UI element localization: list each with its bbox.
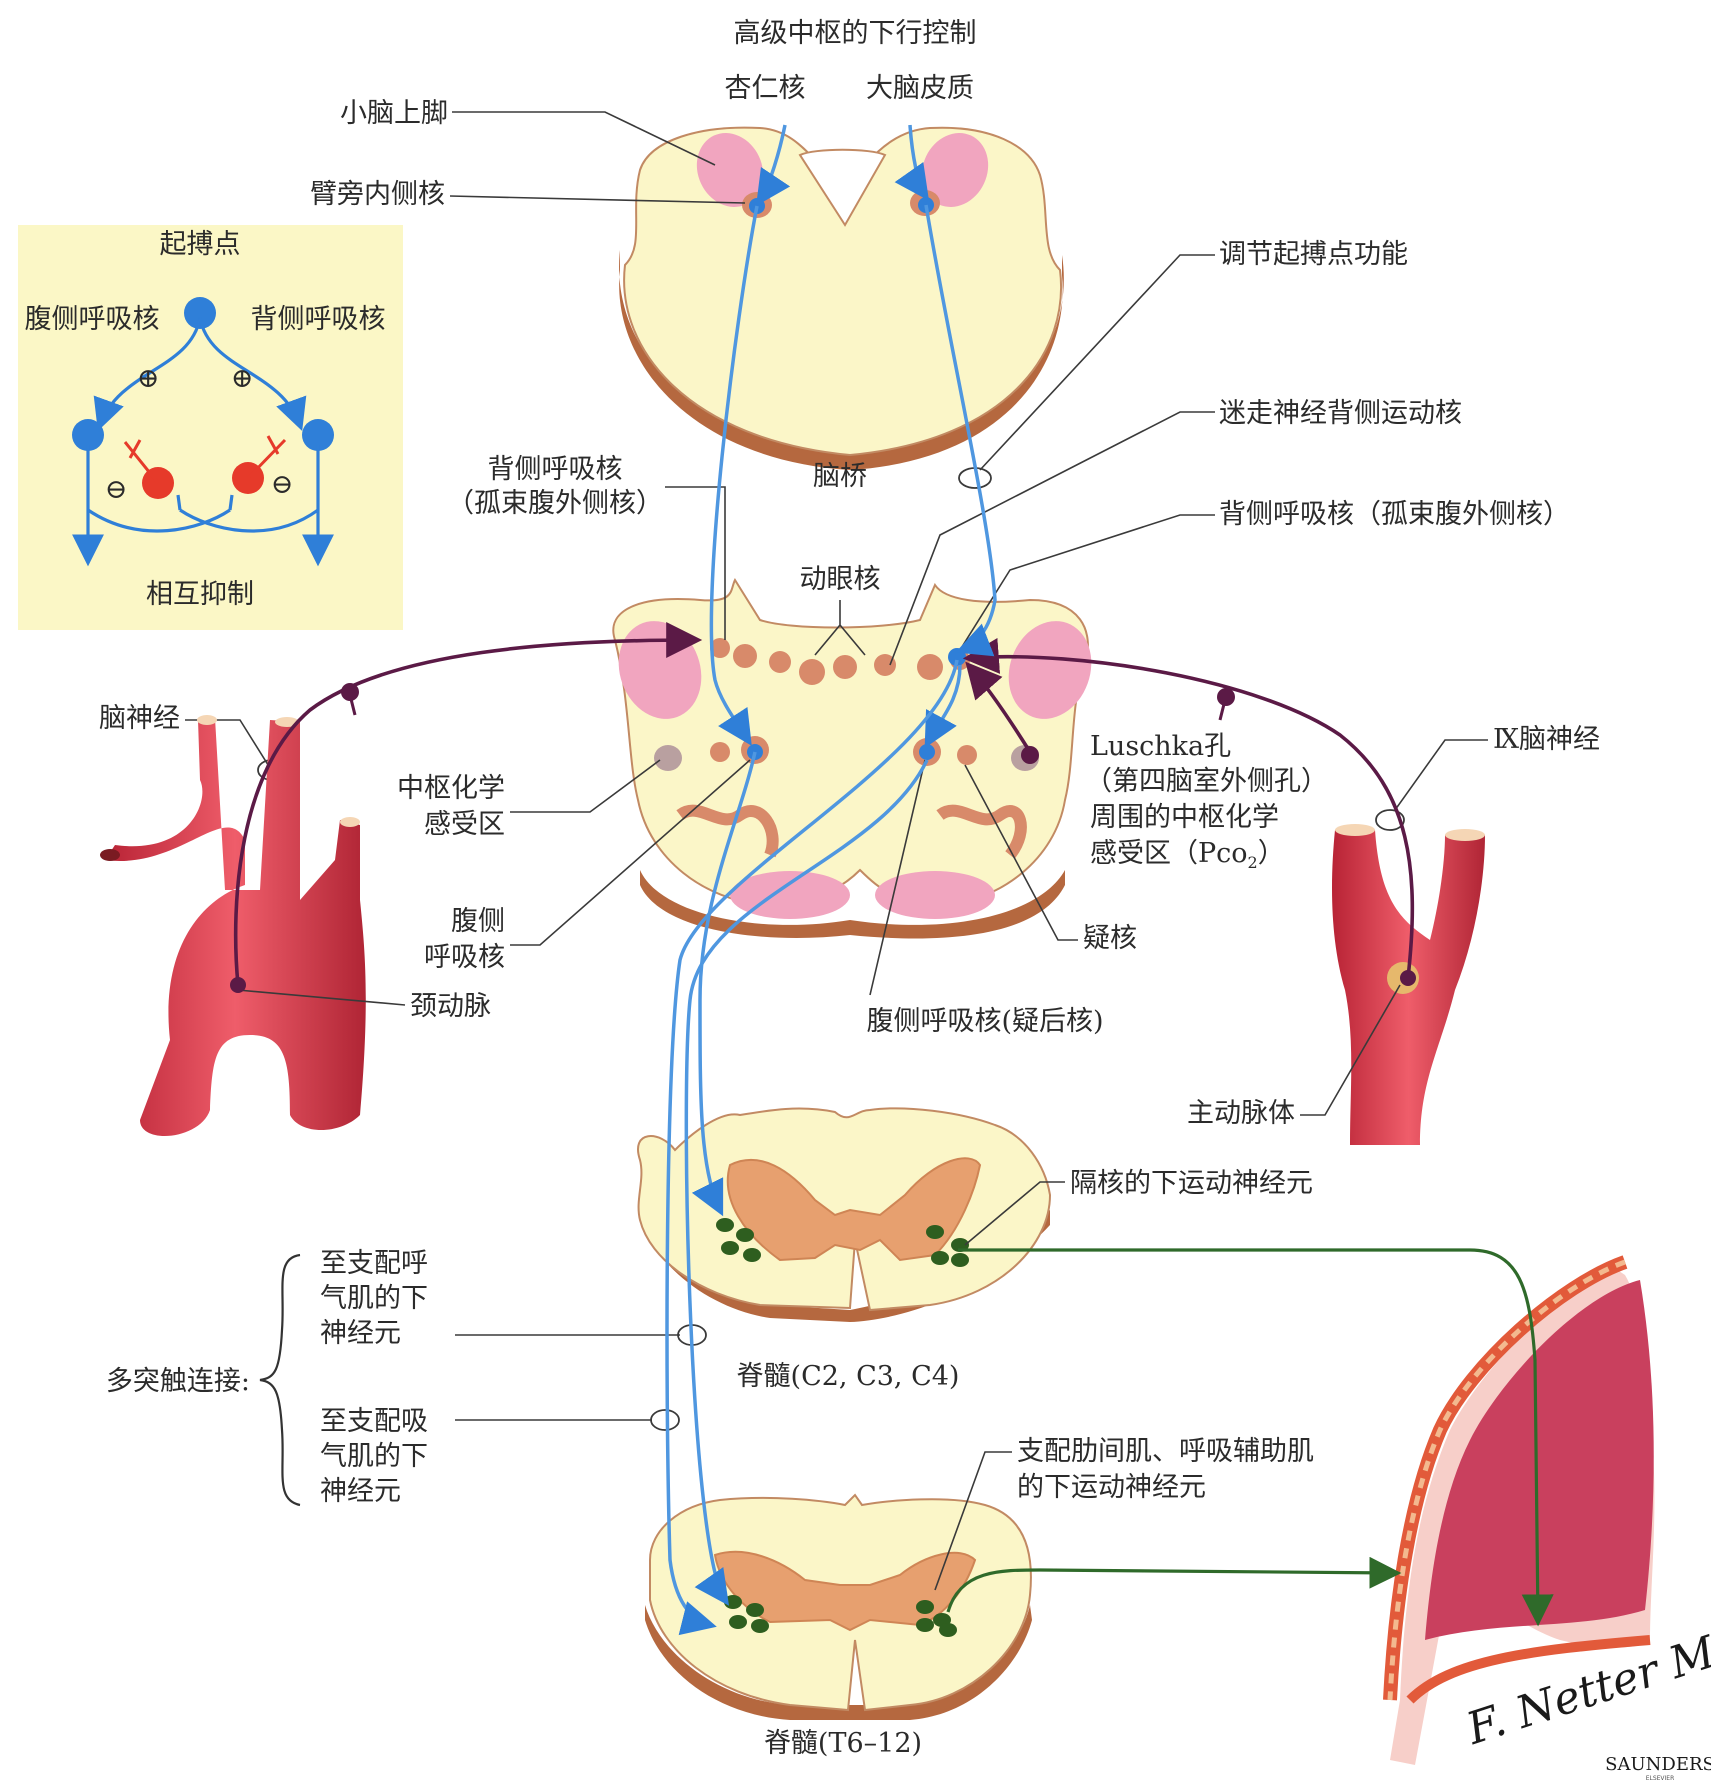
medial-parabrachial-label: 臂旁内侧核	[310, 179, 445, 210]
luschka-label-3: 周围的中枢化学	[1090, 802, 1279, 833]
vagus-dorsal-motor-label: 迷走神经背侧运动核	[1219, 398, 1462, 429]
dorsal-resp-left-label-2: （孤束腹外侧核）	[447, 488, 663, 519]
pons-label: 脑桥	[813, 461, 867, 492]
minus-left: ⊖	[105, 474, 128, 505]
dorsal-resp-right-label: 背侧呼吸核（孤束腹外侧核）	[1219, 499, 1570, 530]
inset-ventral-label: 腹侧呼吸核	[25, 304, 160, 335]
plus-right: ⊕	[231, 363, 254, 394]
inspiratory-label-3: 神经元	[320, 1476, 401, 1507]
modulate-pacemaker-label: 调节起搏点功能	[1219, 239, 1408, 270]
aortic-body-label: 主动脉体	[1187, 1098, 1295, 1129]
expiratory-label-3: 神经元	[320, 1318, 401, 1349]
spinal-cord-thoracic	[645, 1495, 1032, 1720]
publisher-sub-label: ELSEVIER	[1646, 1775, 1675, 1782]
oculomotor-label: 动眼核	[800, 564, 881, 595]
amygdala-label: 杏仁核	[725, 73, 806, 104]
luschka-label-2: （第四脑室外侧孔）	[1085, 766, 1328, 797]
central-chemo-label-2: 感受区	[424, 809, 505, 840]
luschka-label-4: 感受区（Pco2）	[1090, 838, 1285, 872]
intercostal-motor-label-2: 的下运动神经元	[1017, 1472, 1206, 1503]
pacemaker-title: 起搏点	[160, 229, 241, 260]
phrenic-motor-label: 隔核的下运动神经元	[1070, 1168, 1313, 1199]
publisher-label: SAUNDERS	[1605, 1754, 1711, 1775]
expiratory-label-2: 气肌的下	[320, 1283, 428, 1314]
cervical-cord-label: 脊髓(C2, C3, C4)	[737, 1361, 960, 1392]
expiratory-label-1: 至支配呼	[320, 1248, 428, 1279]
inspiratory-label-1: 至支配吸	[320, 1406, 428, 1437]
spinal-cord-cervical	[638, 1108, 1050, 1322]
luschka-label-1: Luschka孔	[1090, 731, 1231, 762]
pons-section	[619, 122, 1064, 470]
carotid-artery-illustration	[100, 715, 366, 1136]
diagram-title: 高级中枢的下行控制	[734, 18, 977, 49]
central-chemo-label-1: 中枢化学	[397, 773, 505, 804]
minus-right: ⊖	[271, 469, 294, 500]
ventral-resp-label-1: 腹侧	[451, 906, 505, 937]
ambiguus-label: 疑核	[1083, 923, 1137, 954]
dorsal-resp-left-label-1: 背侧呼吸核	[488, 454, 623, 485]
multisynaptic-label: 多突触连接:	[106, 1366, 250, 1397]
ventral-resp-label-2: 呼吸核	[424, 942, 505, 973]
mutual-inhibition-label: 相互抑制	[146, 579, 254, 610]
carotid-label: 颈动脉	[410, 991, 491, 1022]
cortex-label: 大脑皮质	[866, 73, 974, 104]
superior-cerebellar-peduncle-label: 小脑上脚	[340, 98, 448, 129]
thoracic-cord-label: 脊髓(T6–12)	[764, 1728, 922, 1759]
pacemaker-inset: 起搏点 腹侧呼吸核 背侧呼吸核 ⊕ ⊕ ⊖ ⊖ 相互抑制	[18, 225, 403, 630]
inset-dorsal-label: 背侧呼吸核	[251, 304, 386, 335]
plus-left: ⊕	[137, 363, 160, 394]
ventral-resp-retro-label: 腹侧呼吸核(疑后核)	[866, 1006, 1103, 1037]
inspiratory-label-2: 气肌的下	[320, 1441, 428, 1472]
aortic-body-illustration	[1332, 824, 1485, 1145]
ix-nerve-label: Ⅸ脑神经	[1493, 724, 1600, 755]
cranial-nerve-label: 脑神经	[99, 703, 180, 734]
intercostal-motor-label-1: 支配肋间肌、呼吸辅助肌	[1017, 1436, 1314, 1467]
